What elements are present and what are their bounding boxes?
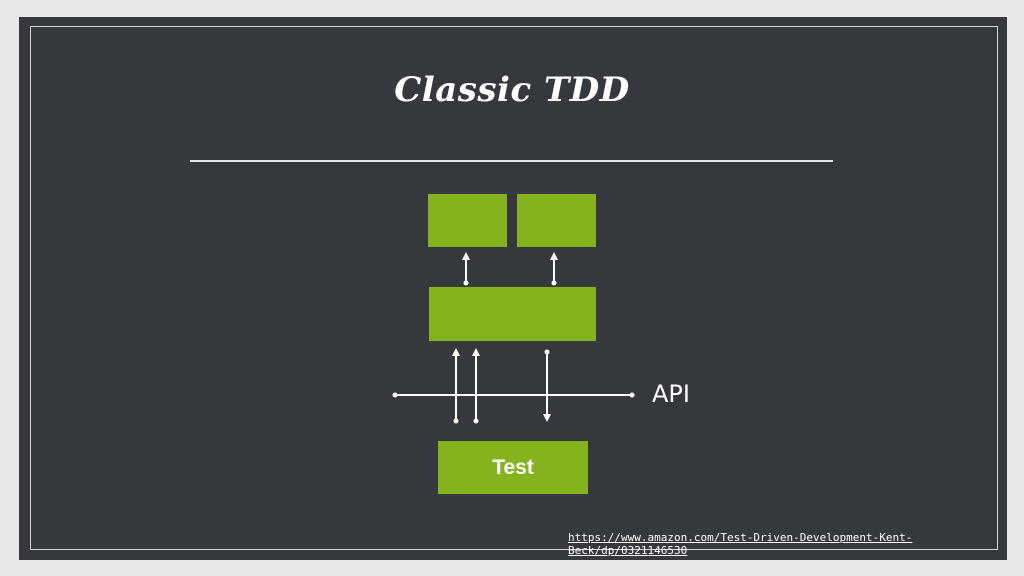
api-line-end-dot <box>629 392 635 398</box>
slide-title: Classic TDD <box>394 70 630 110</box>
test-box-label: Test <box>492 455 534 479</box>
arrow-tail-dot <box>463 280 469 286</box>
api-label: API <box>652 380 690 408</box>
title-divider <box>190 160 833 162</box>
arrow-tail-dot <box>453 418 459 424</box>
api-line-start-dot <box>392 392 398 398</box>
dependency-box-left <box>428 194 507 247</box>
unit-under-test-box <box>429 287 596 341</box>
test-box: Test <box>438 441 588 494</box>
source-link[interactable]: https://www.amazon.com/Test-Driven-Devel… <box>568 531 913 557</box>
arrow-tail-dot <box>473 418 479 424</box>
dependency-box-right <box>517 194 596 247</box>
arrow-tail-dot <box>551 280 557 286</box>
arrow-tail-dot <box>544 349 550 355</box>
